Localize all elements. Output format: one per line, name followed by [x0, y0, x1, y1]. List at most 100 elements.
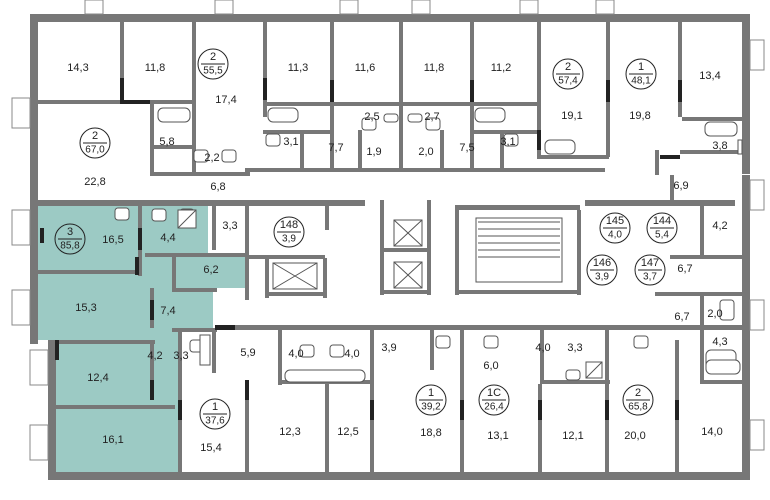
room-area-label: 2,0 — [418, 146, 433, 158]
room-area-label: 3,3 — [222, 220, 237, 232]
room-area-label: 11,2 — [491, 62, 512, 74]
room-area-label: 4,2 — [712, 220, 727, 232]
apartment-badge-apt-3-85-8: 385,8 — [54, 223, 86, 255]
apartment-area: 37,6 — [205, 416, 225, 427]
room-area-label: 6,8 — [210, 181, 225, 193]
room-area-label: 6,7 — [674, 311, 689, 323]
room-area-label: 4,0 — [344, 348, 359, 360]
room-area-label: 4,3 — [712, 336, 727, 348]
room-area-label: 6,7 — [677, 263, 692, 275]
stairwell — [475, 217, 563, 283]
room-area-label: 13,1 — [487, 430, 508, 442]
room-area-label: 18,8 — [420, 427, 441, 439]
room-area-label: 3,9 — [381, 342, 396, 354]
apartment-type: 145 — [606, 215, 624, 227]
apartment-type: 144 — [653, 215, 671, 227]
apartment-area: 65,8 — [628, 402, 648, 413]
room-area-label: 16,5 — [102, 234, 123, 246]
apartment-area: 26,4 — [484, 402, 504, 413]
room-area-label: 5,8 — [159, 136, 174, 148]
stair-frame — [475, 217, 563, 283]
apartment-badge-apt-1-48-1: 148,1 — [625, 58, 657, 90]
room-area-label: 3,1 — [283, 136, 298, 148]
apartment-type: 2 — [210, 51, 216, 63]
room-area-label: 5,9 — [240, 347, 255, 359]
room-area-label: 2,7 — [424, 111, 439, 123]
apartment-type: 2 — [565, 61, 571, 73]
room-area-label: 11,3 — [288, 62, 309, 74]
apartment-type: 1С — [487, 387, 501, 399]
room-area-label: 15,4 — [200, 442, 221, 454]
room-area-label: 11,8 — [424, 62, 445, 74]
room-area-label: 15,3 — [75, 302, 96, 314]
room-area-label: 19,1 — [561, 110, 582, 122]
room-area-label: 7,7 — [328, 142, 343, 154]
apartment-area: 85,8 — [60, 241, 80, 252]
room-area-label: 20,0 — [624, 430, 645, 442]
apartment-area: 48,1 — [631, 76, 651, 87]
windows — [11, 0, 765, 461]
apartment-area: 67,0 — [85, 145, 105, 156]
apartment-badge-apt-1c-26-4: 1С 26,4 — [478, 384, 510, 416]
elevator-shafts — [177, 209, 603, 379]
room-area-label: 6,0 — [483, 360, 498, 372]
room-area-label: 3,1 — [500, 136, 515, 148]
apartment-area: 3,9 — [595, 272, 609, 283]
room-area-label: 3,8 — [712, 140, 727, 152]
room-area-label: 1,9 — [366, 146, 381, 158]
room-area-label: 2,2 — [204, 152, 219, 164]
apartment-area: 55,5 — [203, 66, 223, 77]
room-area-label: 12,3 — [279, 426, 300, 438]
apartment-area: 39,2 — [421, 402, 441, 413]
room-area-label: 11,8 — [145, 62, 166, 74]
room-area-label: 16,1 — [102, 434, 123, 446]
apartment-type: 3 — [67, 226, 73, 238]
room-area-label: 14,0 — [701, 426, 722, 438]
room-area-label: 7,4 — [160, 305, 175, 317]
apartment-badge-apt-2-55-5: 255,5 — [197, 48, 229, 80]
room-area-label: 7,5 — [459, 142, 474, 154]
room-area-label: 14,3 — [67, 62, 88, 74]
apartment-badge-apt-2-65-8: 265,8 — [622, 384, 654, 416]
bath-fixtures — [114, 107, 743, 383]
room-area-label: 6,9 — [673, 180, 688, 192]
apartment-type: 146 — [593, 257, 611, 269]
apartment-area: 3,9 — [282, 234, 296, 245]
room-area-label: 4,2 — [147, 350, 162, 362]
apartment-type: 1 — [428, 387, 434, 399]
room-area-label: 12,4 — [87, 372, 108, 384]
apartment-area: 5,4 — [655, 230, 669, 241]
outer-walls — [30, 14, 750, 480]
apartment-type: 2 — [635, 387, 641, 399]
room-area-label: 11,6 — [355, 62, 376, 74]
apartment-area: 3,7 — [643, 272, 657, 283]
room-area-label: 4,0 — [535, 342, 550, 354]
room-area-label: 13,4 — [699, 70, 720, 82]
doors — [40, 78, 682, 420]
room-area-label: 4,0 — [288, 348, 303, 360]
apartment-area: 57,4 — [558, 76, 578, 87]
room-area-label: 12,5 — [337, 426, 358, 438]
apartment-type: 1 — [638, 61, 644, 73]
room-area-label: 2,5 — [364, 111, 379, 123]
apartment-badge-apt-1-37-6: 137,6 — [199, 398, 231, 430]
apartment-type: 1 — [212, 401, 218, 413]
room-area-label: 3,3 — [173, 350, 188, 362]
room-area-label: 12,1 — [562, 430, 583, 442]
apartment-area: 4,0 — [608, 230, 622, 241]
apartment-badge-apt-2-57-4: 257,4 — [552, 58, 584, 90]
apartment-badge-apt-1-39-2: 139,2 — [415, 384, 447, 416]
room-area-label: 22,8 — [84, 176, 105, 188]
apartment-type: 148 — [280, 219, 298, 231]
room-area-label: 4,4 — [160, 232, 175, 244]
apartment-badge-apt-2-67-0: 267,0 — [79, 127, 111, 159]
room-area-label: 6,2 — [203, 264, 218, 276]
room-area-label: 3,3 — [567, 342, 582, 354]
apartment-type: 2 — [92, 130, 98, 142]
